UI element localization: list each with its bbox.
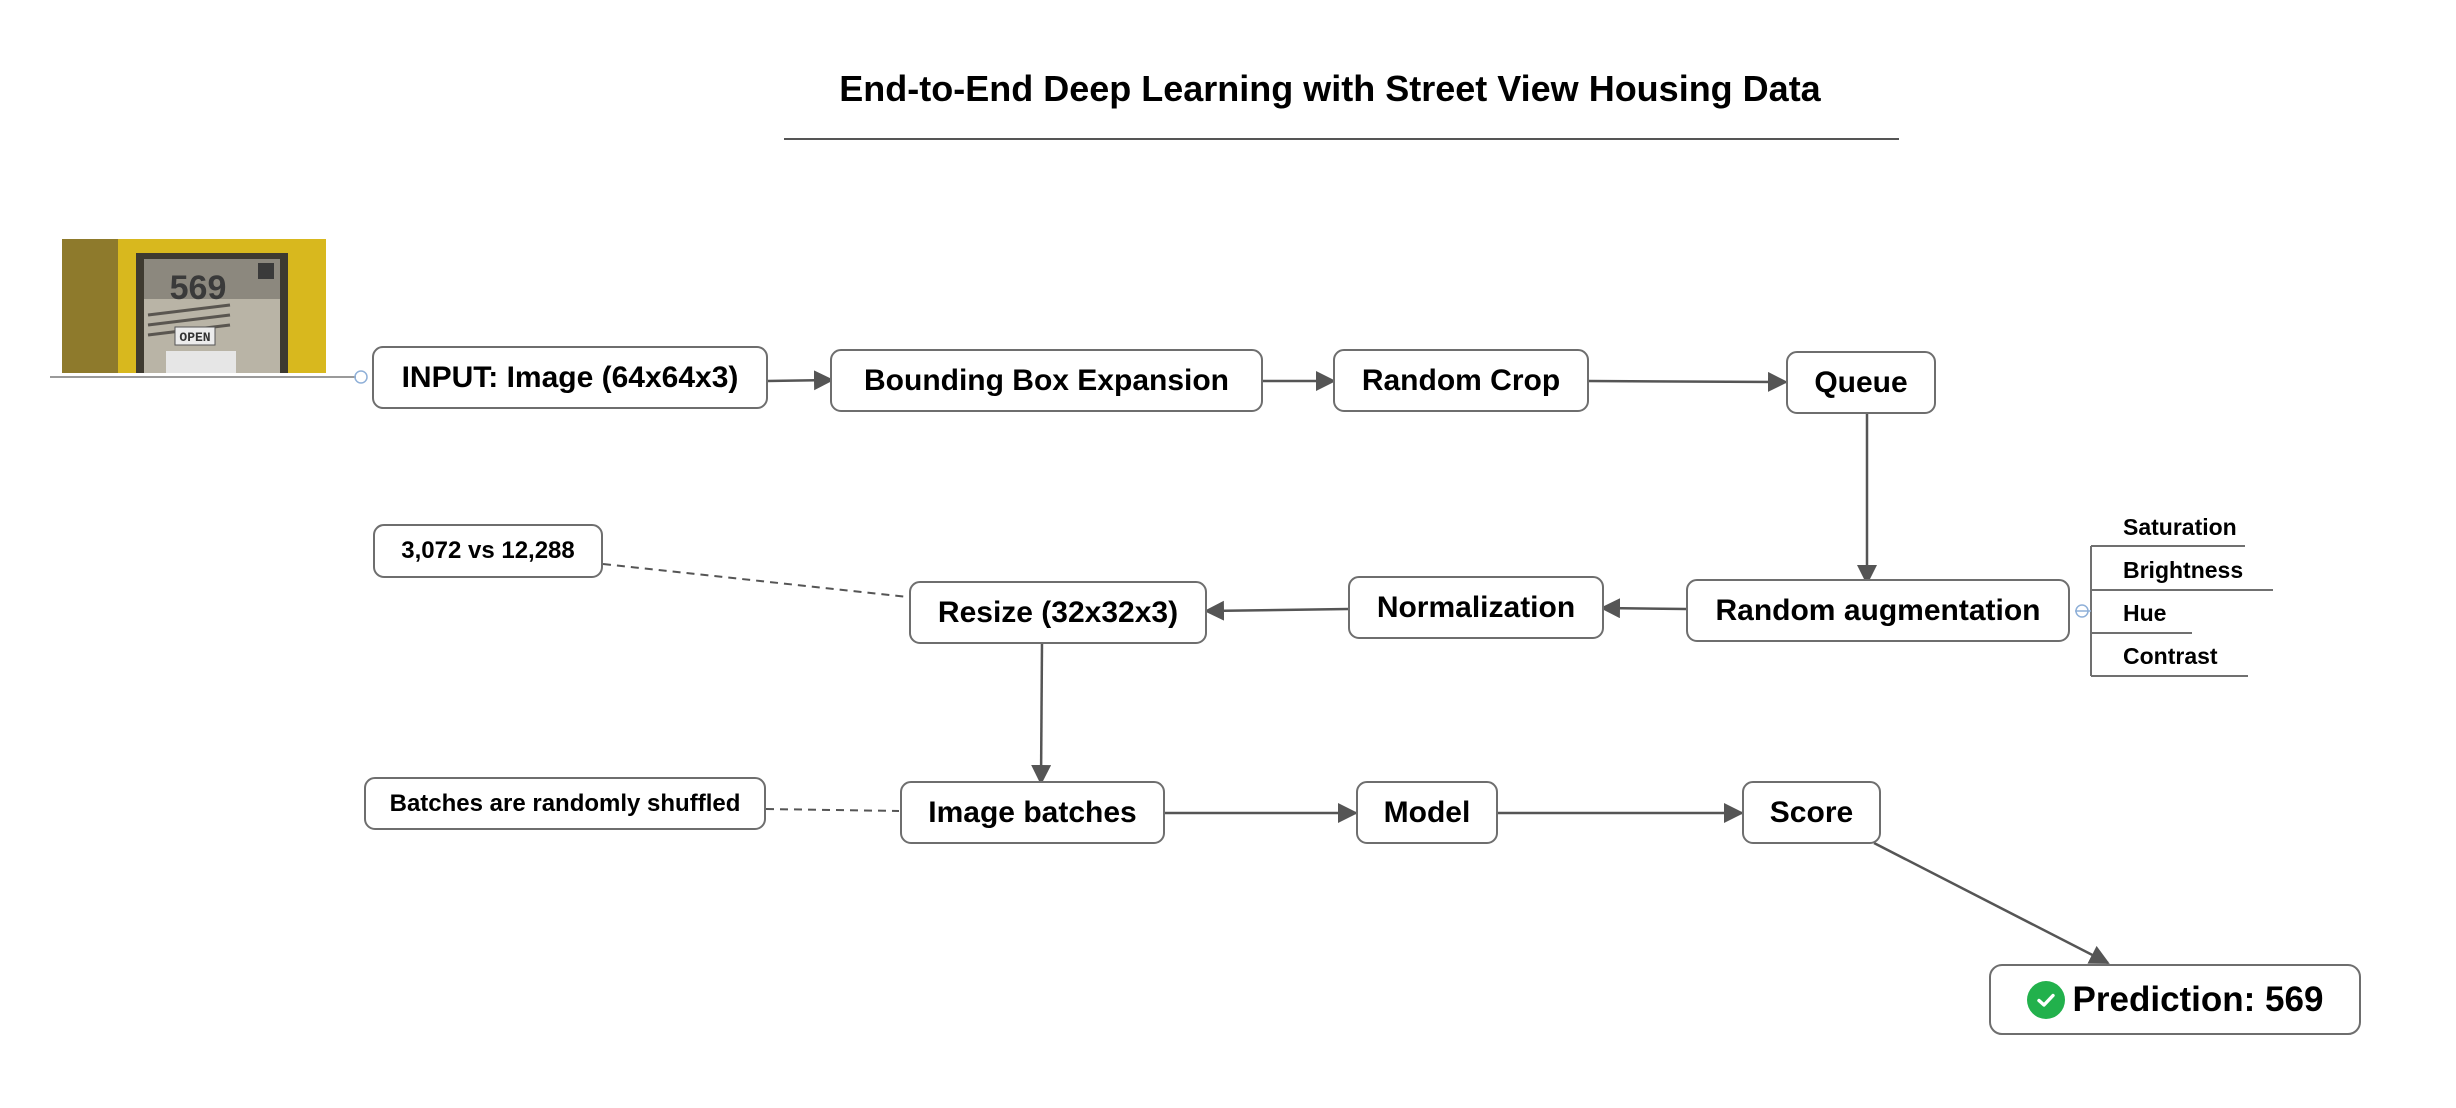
- check-circle-icon: [2026, 980, 2065, 1019]
- input-house-number-photo: 569 OPEN: [62, 239, 326, 373]
- arrow-augmentation-to-normalization: [1600, 598, 1687, 619]
- resize-node: Resize (32x32x3): [909, 581, 1207, 644]
- bounding-box-expansion-node: Bounding Box Expansion: [830, 349, 1263, 412]
- arrow-resize-to-batches: [1031, 641, 1052, 785]
- augmentation-anchor-dot: [2075, 604, 2089, 618]
- prediction-label: Prediction: 569: [2072, 979, 2324, 1019]
- image-batches-node: Image batches: [900, 781, 1165, 844]
- arrow-normalization-to-resize: [1204, 600, 1349, 621]
- augmentation-option-contrast: Contrast: [2123, 643, 2218, 669]
- dashed-link-resize-note: [602, 563, 909, 598]
- batches-note: Batches are randomly shuffled: [364, 777, 766, 830]
- random-crop-node: Random Crop: [1333, 349, 1589, 412]
- arrow-score-to-prediction: [1873, 841, 2110, 965]
- augmentation-option-brightness: Brightness: [2123, 557, 2244, 583]
- photo-anchor-dot: [354, 370, 368, 384]
- arrow-crop-to-queue: [1587, 371, 1788, 392]
- normalization-node: Normalization: [1348, 576, 1604, 639]
- prediction-node: Prediction: 569: [1989, 964, 2361, 1035]
- photo-house-number: 569: [170, 269, 227, 307]
- score-node: Score: [1742, 781, 1881, 844]
- dashed-link-batches-note: [765, 808, 900, 812]
- input-node: INPUT: Image (64x64x3): [372, 346, 768, 409]
- photo-open-sign: OPEN: [179, 330, 210, 345]
- queue-node: Queue: [1786, 351, 1936, 414]
- arrow-input-to-bbox: [766, 370, 834, 391]
- diagram-title: End-to-End Deep Learning with Street Vie…: [839, 68, 1821, 109]
- augmentation-option-saturation: Saturation: [2123, 514, 2237, 540]
- house-number-illustration: 569 OPEN: [62, 239, 326, 373]
- model-node: Model: [1356, 781, 1498, 844]
- resize-note: 3,072 vs 12,288: [373, 524, 603, 578]
- augmentation-option-hue: Hue: [2123, 600, 2167, 626]
- random-augmentation-node: Random augmentation: [1686, 579, 2070, 642]
